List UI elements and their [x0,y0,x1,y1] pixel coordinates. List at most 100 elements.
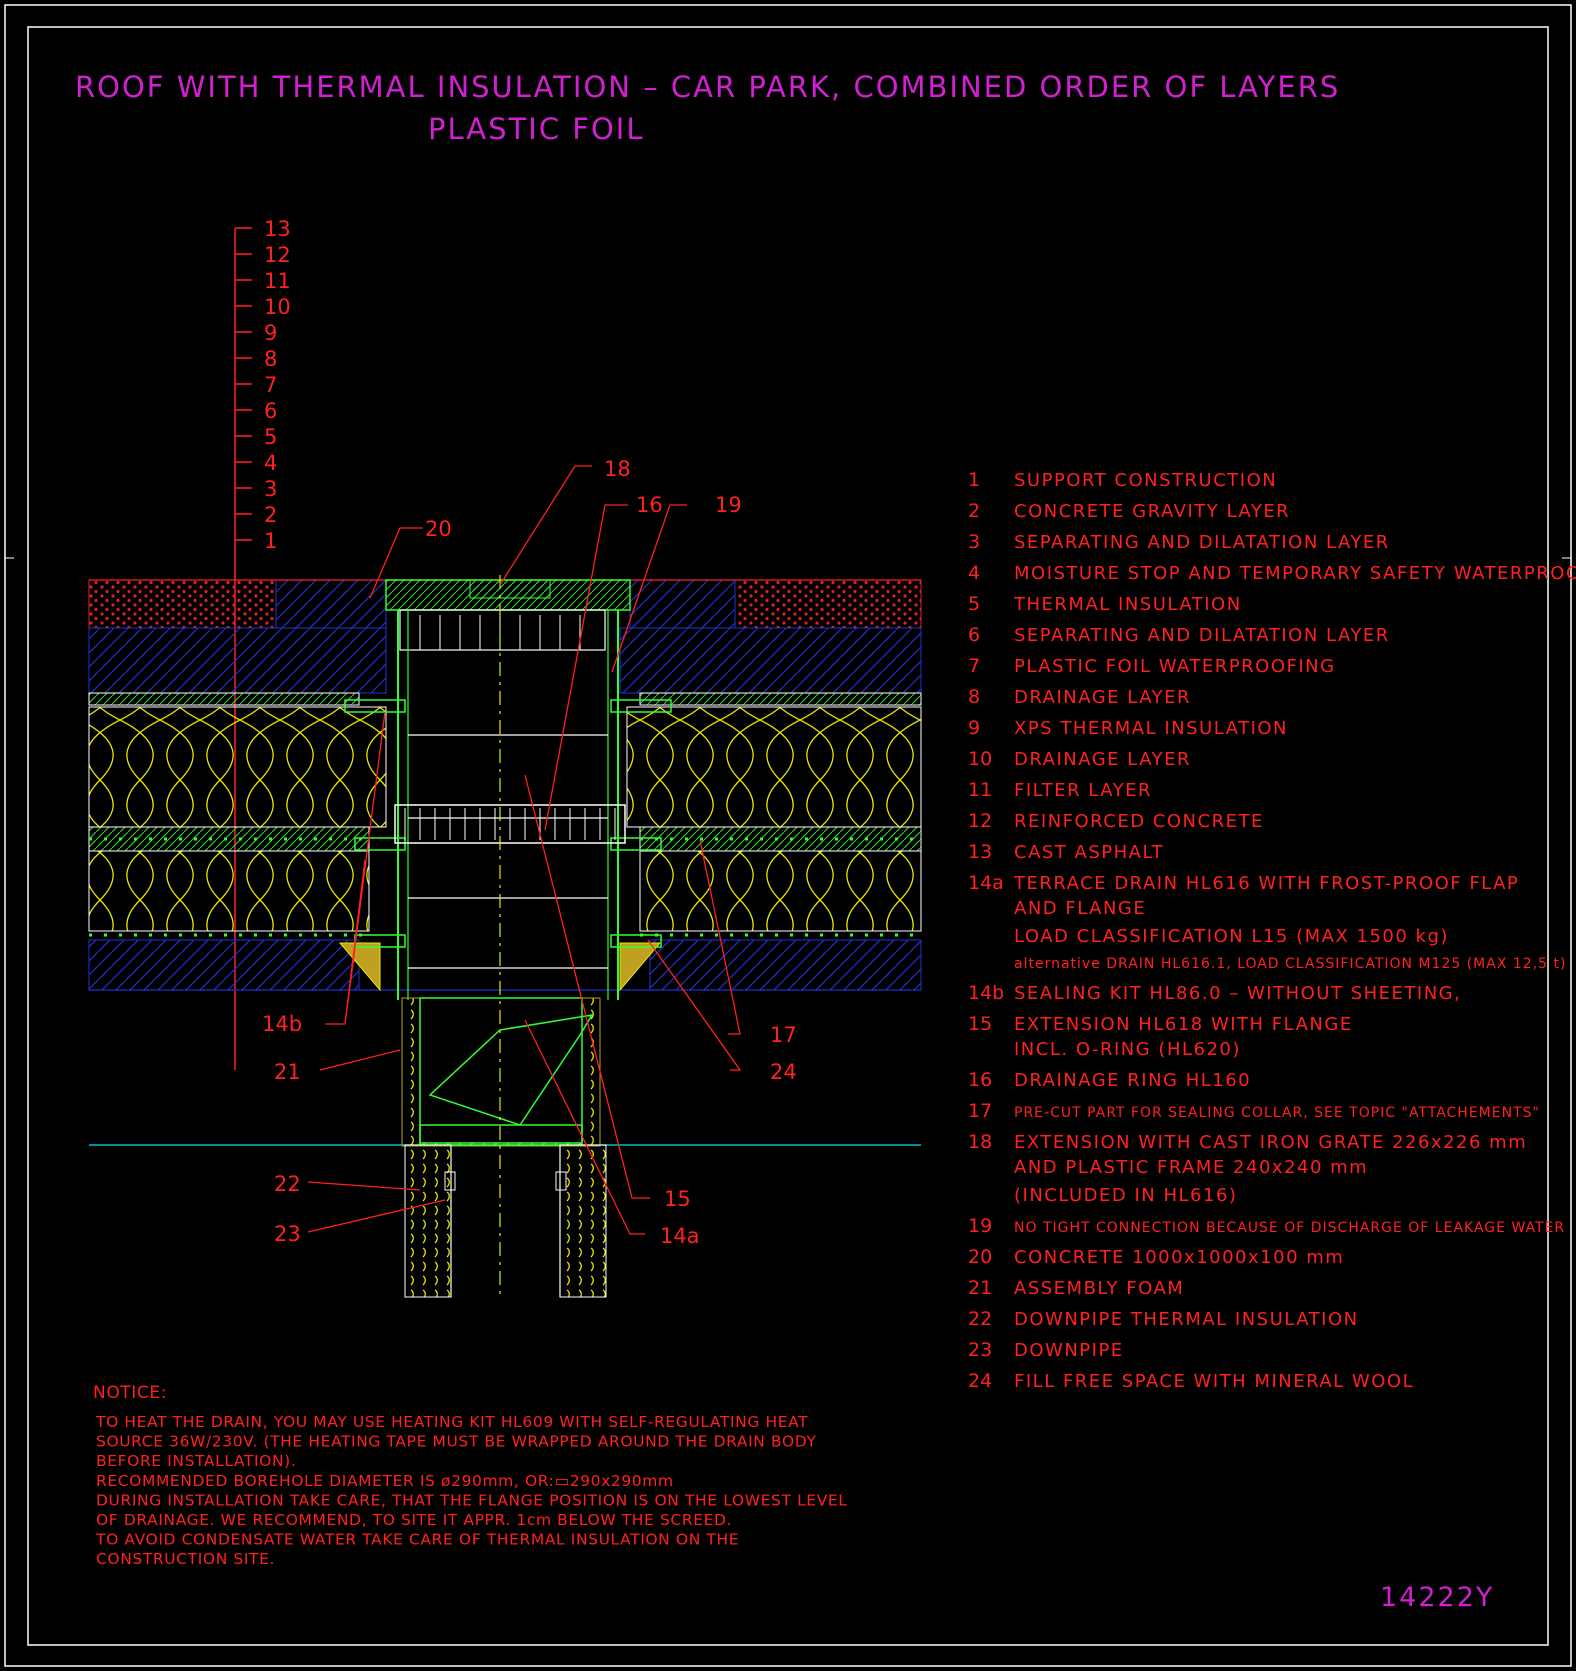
scale-label: 9 [264,321,277,345]
scale-label: 6 [264,399,277,423]
legend-text-small: NO TIGHT CONNECTION BECAUSE OF DISCHARGE… [1014,1220,1565,1236]
callout-14b: 14b [262,1012,302,1036]
legend-number: 17 [968,1100,992,1122]
scale-label: 3 [264,477,277,501]
legend-item: 7 PLASTIC FOIL WATERPROOFING [968,655,1336,677]
sheet-border [4,4,1572,1667]
legend-number: 24 [968,1370,992,1392]
leader-lines [307,465,742,1235]
legend-number: 23 [968,1339,992,1361]
legend-item: 10 DRAINAGE LAYER [968,748,1191,770]
legend-text: XPS THERMAL INSULATION [1014,718,1288,739]
legend-text: DRAINAGE LAYER [1014,749,1191,770]
legend-text: SEALING KIT HL86.0 – WITHOUT SHEETING, [1014,983,1461,1004]
legend-item: 15 EXTENSION HL618 WITH FLANGE INCL. O-RIN… [968,1013,1353,1060]
legend-number: 6 [968,624,980,646]
legend-text: REINFORCED CONCRETE [1014,811,1264,832]
legend-text: (INCLUDED IN HL616) [1014,1185,1237,1206]
legend-number: 13 [968,841,992,863]
legend-number: 14b [968,982,1004,1004]
legend-text: SEPARATING AND DILATATION LAYER [1014,532,1390,553]
callout-14a: 14a [660,1224,700,1248]
legend-item: 2 CONCRETE GRAVITY LAYER [968,500,1290,522]
legend-number: 11 [968,779,992,801]
roof-section [88,575,922,1298]
callout-15: 15 [664,1187,691,1211]
legend-number: 7 [968,655,980,677]
notice-line: TO HEAT THE DRAIN, YOU MAY USE HEATING K… [95,1413,808,1431]
legend-text: THERMAL INSULATION [1013,594,1242,615]
scale-label: 12 [264,243,291,267]
legend-text: AND PLASTIC FRAME 240x240 mm [1014,1157,1368,1178]
drawing-title: ROOF WITH THERMAL INSULATION – CAR PARK,… [75,70,1340,104]
legend-number: 1 [968,469,980,491]
legend-item: 17 PRE-CUT PART FOR SEALING COLLAR, SEE T… [968,1100,1540,1122]
legend-item: 13 CAST ASPHALT [968,841,1164,863]
legend-number: 8 [968,686,980,708]
legend-number: 19 [968,1215,992,1237]
notice-line: DURING INSTALLATION TAKE CARE, THAT THE … [96,1491,848,1509]
legend-item: 14b SEALING KIT HL86.0 – WITHOUT SHEETING… [968,982,1461,1004]
legend-text: DRAINAGE LAYER [1014,687,1191,708]
legend-text: LOAD CLASSIFICATION L15 (MAX 1500 kg) [1014,926,1449,947]
legend-text: CONCRETE GRAVITY LAYER [1014,501,1290,522]
legend-text: DOWNPIPE THERMAL INSULATION [1014,1309,1359,1330]
legend-text: EXTENSION HL618 WITH FLANGE [1014,1014,1353,1035]
scale-label: 5 [264,425,277,449]
drawing-border [27,26,1549,1646]
notice-text: TO HEAT THE DRAIN, YOU MAY USE HEATING K… [95,1413,848,1568]
legend-text: CAST ASPHALT [1014,842,1164,863]
legend-number: 3 [968,531,980,553]
legend-number: 10 [968,748,992,770]
legend-text: PLASTIC FOIL WATERPROOFING [1014,656,1336,677]
callout-17: 17 [770,1023,797,1047]
legend-item: 9 XPS THERMAL INSULATION [968,717,1288,739]
legend-number: 2 [968,500,980,522]
callout-19: 19 [715,493,742,517]
callout-18: 18 [604,457,631,481]
callout-16: 16 [636,493,663,517]
drawing-subtitle: PLASTIC FOIL [428,112,645,146]
legend-number: 15 [968,1013,992,1035]
notice-line: RECOMMENDED BOREHOLE DIAMETER IS ø290mm,… [96,1472,674,1490]
legend-item: 3 SEPARATING AND DILATATION LAYER [968,531,1390,553]
legend-text: INCL. O-RING (HL620) [1014,1039,1241,1060]
legend-text: MOISTURE STOP AND TEMPORARY SAFETY WATER… [1014,563,1576,584]
legend-text: DRAINAGE RING HL160 [1014,1070,1251,1091]
legend-text: CONCRETE 1000x1000x100 mm [1014,1247,1344,1268]
legend-number: 9 [968,717,980,739]
callout-20: 20 [425,517,452,541]
scale-label: 11 [264,269,291,293]
legend-text: DOWNPIPE [1014,1340,1124,1361]
legend-text: TERRACE DRAIN HL616 WITH FROST-PROOF FLA… [1013,873,1519,894]
legend-item: 8 DRAINAGE LAYER [968,686,1191,708]
legend-text: AND FLANGE [1014,898,1146,919]
notice-line: SOURCE 36W/230V. (THE HEATING TAPE MUST … [96,1433,817,1451]
scale-label: 13 [264,217,291,241]
legend-number: 12 [968,810,992,832]
legend-number: 4 [968,562,980,584]
notice-line: BEFORE INSTALLATION). [96,1452,296,1470]
legend-number: 21 [968,1277,992,1299]
legend-text-small: alternative DRAIN HL616.1, LOAD CLASSIFI… [1014,956,1566,972]
callout-22: 22 [274,1172,301,1196]
legend-text-small: PRE-CUT PART FOR SEALING COLLAR, SEE TOP… [1014,1105,1540,1121]
scale-label: 1 [264,529,277,553]
callout-24: 24 [770,1060,797,1084]
scale-label: 7 [264,373,277,397]
legend-item: 19 NO TIGHT CONNECTION BECAUSE OF DISCHAR… [968,1215,1565,1237]
scale-label: 2 [264,503,277,527]
